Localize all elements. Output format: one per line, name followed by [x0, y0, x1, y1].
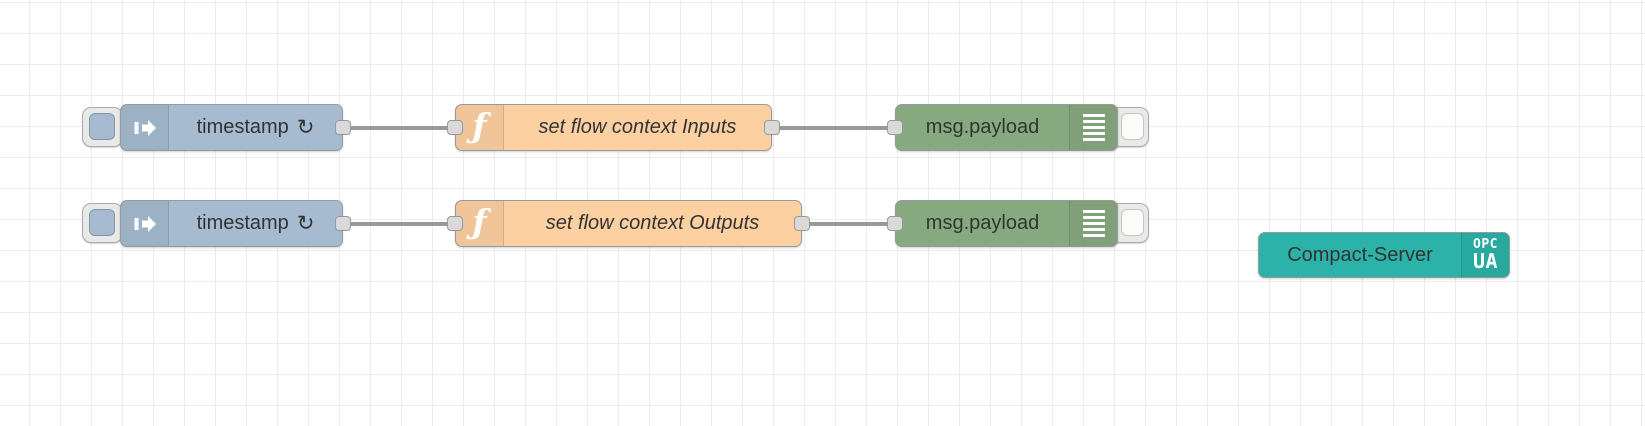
wire-function1-debug1[interactable]: [772, 125, 895, 130]
inject1-label: timestamp↻: [196, 116, 315, 139]
inject-arrow-icon: [121, 105, 169, 150]
node-debug2[interactable]: msg.payload: [895, 200, 1118, 247]
debug1-input-port[interactable]: [887, 120, 903, 135]
repeat-indicator-icon: ↻: [296, 116, 315, 139]
inject2-label: timestamp↻: [196, 212, 315, 235]
node-opcua-compact-server[interactable]: Compact-Server OPC UA: [1258, 232, 1510, 278]
function-icon: ƒ: [456, 105, 504, 150]
wire-function2-debug2[interactable]: [802, 221, 895, 226]
debug-list-icon: [1069, 201, 1117, 246]
function2-label: set flow context Outputs: [545, 212, 760, 234]
inject2-output-port[interactable]: [335, 216, 351, 231]
wire-inject1-function1[interactable]: [343, 125, 455, 130]
debug1-label: msg.payload: [925, 116, 1040, 138]
node-inject1[interactable]: timestamp↻: [120, 104, 343, 151]
debug2-enable-toggle-face: [1121, 209, 1144, 236]
repeat-indicator-icon: ↻: [296, 212, 315, 235]
function2-input-port[interactable]: [447, 216, 463, 231]
opcua-server-label: Compact-Server: [1287, 243, 1433, 266]
node-inject2[interactable]: timestamp↻: [120, 200, 343, 247]
debug-list-icon: [1069, 105, 1117, 150]
debug2-enable-toggle[interactable]: [1108, 203, 1149, 243]
node-debug1[interactable]: msg.payload: [895, 104, 1118, 151]
function1-input-port[interactable]: [447, 120, 463, 135]
wire-inject2-function2[interactable]: [343, 221, 455, 226]
function1-output-port[interactable]: [764, 120, 780, 135]
debug2-input-port[interactable]: [887, 216, 903, 231]
inject1-trigger-button[interactable]: [82, 107, 123, 147]
function2-output-port[interactable]: [794, 216, 810, 231]
inject2-trigger-button-face: [89, 209, 115, 236]
debug2-label: msg.payload: [925, 212, 1040, 234]
inject1-trigger-button-face: [89, 113, 115, 140]
function-icon: ƒ: [456, 201, 504, 246]
node-function1[interactable]: ƒ set flow context Inputs: [455, 104, 772, 151]
function1-label: set flow context Inputs: [538, 116, 737, 138]
opcua-logo-icon: OPC UA: [1461, 233, 1509, 277]
inject1-output-port[interactable]: [335, 120, 351, 135]
node-function2[interactable]: ƒ set flow context Outputs: [455, 200, 802, 247]
inject-arrow-icon: [121, 201, 169, 246]
debug1-enable-toggle-face: [1121, 113, 1144, 140]
inject2-trigger-button[interactable]: [82, 203, 123, 243]
